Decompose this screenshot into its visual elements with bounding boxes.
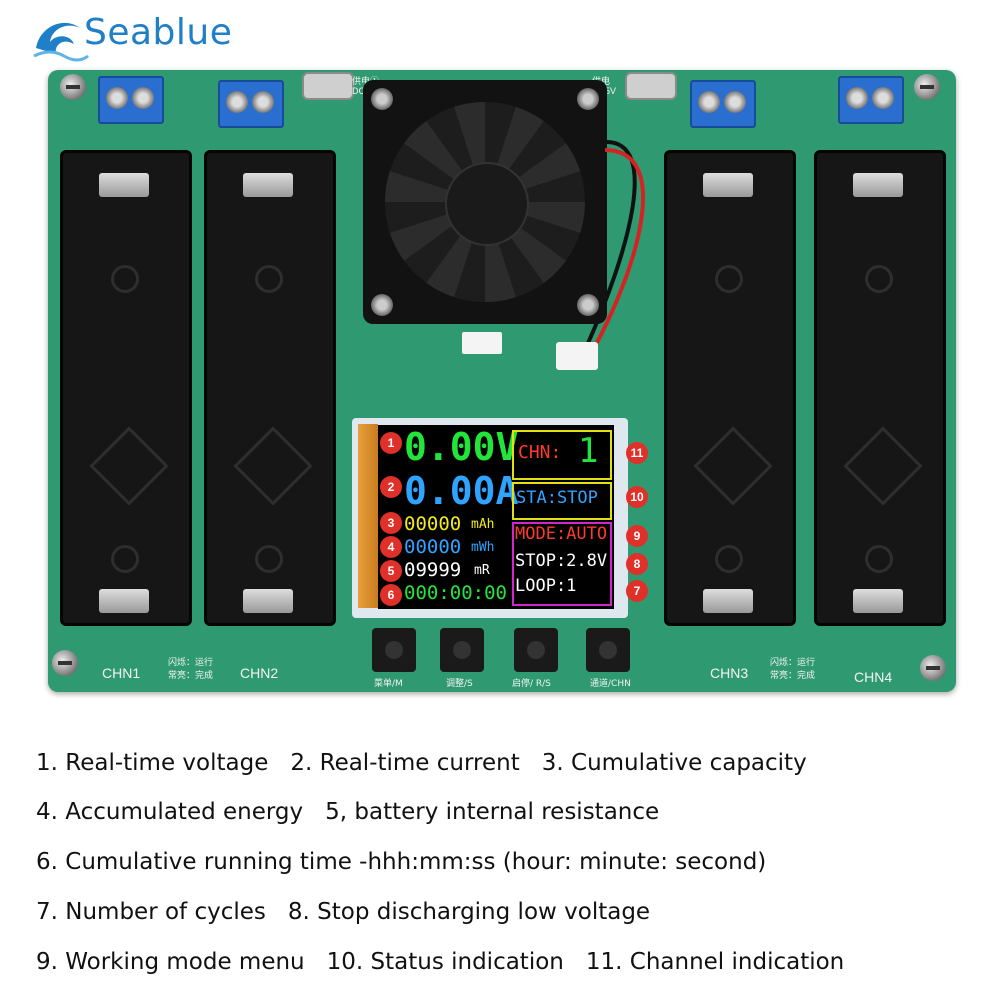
lcd-channel-label: CHN: — [518, 442, 562, 463]
channel-label-4: CHN4 — [854, 669, 893, 685]
start-stop-button[interactable] — [514, 628, 558, 672]
fan-connector — [556, 342, 598, 370]
brand-logo — [30, 8, 230, 68]
lcd-stop-voltage: STOP:2.8V — [515, 551, 608, 571]
lcd-mode-box — [512, 522, 612, 606]
lcd-loop: LOOP:1 — [515, 576, 577, 596]
terminal-block-4 — [838, 76, 904, 124]
marker-1: 1 — [380, 432, 402, 454]
lcd-resistance-unit: mR — [474, 563, 490, 578]
lcd-channel-box — [512, 430, 612, 480]
marker-6: 6 — [380, 584, 402, 606]
blink-run-label-left: 闪烁：运行 — [168, 657, 214, 667]
jumper-block — [462, 332, 502, 354]
caption-2: 2. Real-time current — [290, 750, 520, 776]
terminal-block-2 — [218, 80, 284, 128]
marker-2: 2 — [380, 476, 402, 498]
marker-3: 3 — [380, 512, 402, 534]
lcd-energy-unit: mWh — [471, 540, 495, 555]
marker-5: 5 — [380, 560, 402, 582]
lcd-current: 0.00A — [404, 469, 519, 513]
screw-top-right — [914, 74, 940, 100]
solid-done-label-left: 常亮：完成 — [168, 670, 214, 680]
lcd-resistance-value: 09999 — [404, 559, 462, 581]
screw-bottom-right — [920, 655, 946, 681]
blink-run-label-right: 闪烁：运行 — [770, 657, 816, 667]
screw-top-left — [60, 74, 86, 100]
screw-bottom-left — [52, 650, 78, 676]
lcd-run-time: 000:00:00 — [404, 582, 507, 604]
lcd-capacity-value: 00000 — [404, 513, 462, 535]
caption-7: 7. Number of cycles — [36, 899, 266, 925]
channel-label-2: CHN2 — [240, 665, 279, 681]
adjust-button[interactable] — [440, 628, 484, 672]
caption-line-4: 7. Number of cycles 8. Stop discharging l… — [36, 899, 672, 925]
channel-button[interactable] — [586, 628, 630, 672]
lcd-screen — [378, 425, 614, 609]
terminal-block-1 — [98, 76, 164, 124]
caption-6: 6. Cumulative running time -hhh:mm:ss (h… — [36, 849, 767, 875]
lcd-energy-value: 00000 — [404, 536, 462, 558]
solid-done-label-right: 常亮：完成 — [770, 670, 816, 680]
wave-logo-icon — [33, 22, 89, 62]
caption-3: 3. Cumulative capacity — [541, 750, 807, 776]
caption-9: 9. Working mode menu — [36, 949, 305, 975]
lcd-flex-cable — [358, 424, 378, 608]
caption-line-2: 4. Accumulated energy 5, battery internal… — [36, 799, 681, 825]
caption-line-5: 9. Working mode menu 10. Status indicatio… — [36, 949, 866, 975]
caption-line-3: 6. Cumulative running time -hhh:mm:ss (h… — [36, 849, 788, 875]
lcd-status-box — [512, 482, 612, 520]
terminal-block-3 — [690, 80, 756, 128]
power-label-left: 供电① — [352, 76, 380, 86]
channel-label-3: CHN3 — [710, 665, 749, 681]
usb-c-port-left — [302, 72, 354, 100]
caption-line-1: 1. Real-time voltage 2. Real-time current… — [36, 750, 829, 776]
lcd-status: STA:STOP — [516, 488, 598, 508]
channel-label-1: CHN1 — [102, 665, 141, 681]
battery-holder-2 — [204, 150, 336, 626]
marker-8: 8 — [626, 553, 648, 575]
brand-name: Seablue — [84, 12, 233, 53]
caption-10: 10. Status indication — [326, 949, 564, 975]
fan-wires — [583, 139, 646, 351]
caption-8: 8. Stop discharging low voltage — [287, 899, 651, 925]
marker-9: 9 — [626, 525, 648, 547]
menu-button-label: 菜单/M — [374, 679, 403, 689]
caption-4: 4. Accumulated energy — [36, 799, 304, 825]
marker-11: 11 — [626, 442, 648, 464]
battery-holder-1 — [60, 150, 192, 626]
lcd-capacity-unit: mAh — [471, 517, 495, 532]
start-stop-button-label: 启停/ R/S — [512, 679, 551, 689]
caption-11: 11. Channel indication — [585, 949, 845, 975]
battery-holder-3 — [664, 150, 796, 626]
channel-button-label: 通道/CHN — [590, 679, 631, 689]
battery-holder-4 — [814, 150, 946, 626]
lcd-channel-value: 1 — [578, 431, 599, 471]
marker-7: 7 — [626, 580, 648, 602]
marker-10: 10 — [626, 486, 648, 508]
caption-1: 1. Real-time voltage — [36, 750, 269, 776]
usb-c-port-right — [625, 72, 677, 100]
menu-button[interactable] — [372, 628, 416, 672]
marker-4: 4 — [380, 536, 402, 558]
lcd-mode: MODE:AUTO — [515, 524, 608, 544]
lcd-voltage: 0.00V — [404, 425, 519, 469]
cooling-fan — [363, 80, 607, 324]
caption-5: 5, battery internal resistance — [325, 799, 660, 825]
adjust-button-label: 调整/S — [446, 679, 473, 689]
